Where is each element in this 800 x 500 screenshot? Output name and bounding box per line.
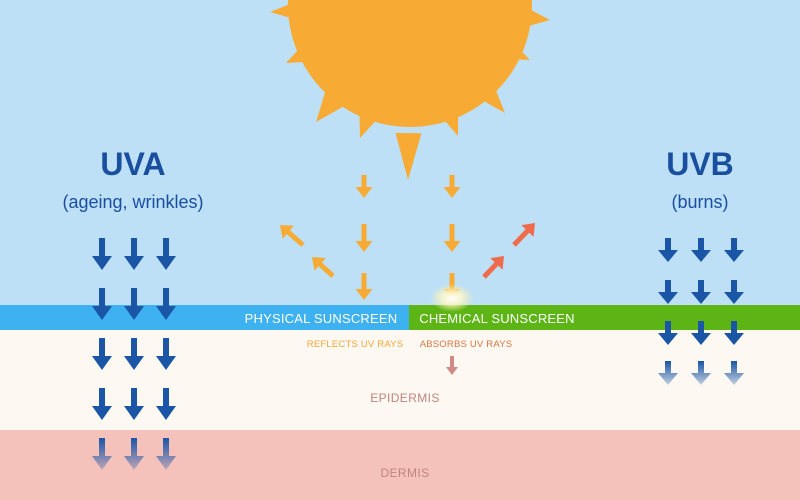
physical-sunscreen-label: PHYSICAL SUNSCREEN	[244, 311, 398, 326]
emitted-arrow	[512, 223, 535, 247]
uva-arrow	[92, 288, 112, 320]
absorbs-uv-rays-note: ABSORBS UV RAYS	[419, 339, 513, 350]
epidermis-label: EPIDERMIS	[370, 391, 440, 405]
uva-arrow	[124, 238, 144, 270]
uva-arrow	[92, 338, 112, 370]
uvb-arrow	[691, 280, 711, 304]
sun-ray	[473, 79, 505, 113]
uva-arrow	[124, 288, 144, 320]
uvb-arrow	[724, 280, 744, 304]
sun-ray	[316, 91, 345, 122]
sunlight-arrow	[355, 224, 373, 252]
uva-arrow	[124, 388, 144, 420]
uva-arrow	[92, 238, 112, 270]
uva-arrow	[92, 438, 112, 470]
sunlight-arrow	[355, 273, 373, 300]
uvb-subtitle: (burns)	[671, 192, 729, 212]
sunlight-arrow	[443, 175, 461, 198]
sun-ray	[435, 101, 459, 136]
sun-ray	[395, 132, 422, 180]
reflects-uv-rays-note: REFLECTS UV RAYS	[306, 339, 404, 350]
sun-ray	[497, 36, 530, 60]
uvb-arrow	[691, 238, 711, 262]
sun-ray	[286, 39, 319, 63]
uva-arrow	[92, 388, 112, 420]
absorption-glow	[430, 284, 474, 312]
uva-arrow	[124, 438, 144, 470]
reflected-arrow	[280, 225, 305, 247]
uvb-arrow	[658, 321, 678, 345]
uva-arrow	[156, 438, 176, 470]
uvb-arrow	[658, 280, 678, 304]
sun-ray	[270, 0, 306, 23]
sun-ray	[518, 4, 550, 29]
arrows-layer	[92, 175, 744, 470]
emitted-arrow	[482, 256, 504, 279]
uvb-arrow	[658, 238, 678, 262]
sunlight-arrow	[443, 224, 461, 252]
uvb-arrow	[724, 238, 744, 262]
reflected-arrow	[312, 257, 335, 278]
uva-subtitle: (ageing, wrinkles)	[62, 192, 204, 212]
sun-icon	[270, 0, 550, 180]
sunlight-arrow	[355, 175, 373, 198]
uva-arrow	[156, 288, 176, 320]
uva-arrow	[156, 338, 176, 370]
dermis-layer	[0, 430, 800, 500]
uvb-arrow	[691, 321, 711, 345]
chemical-sunscreen-label: CHEMICAL SUNSCREEN	[419, 311, 575, 326]
epidermis-arrow	[446, 356, 458, 375]
uvb-arrow	[658, 361, 678, 385]
uvb-arrow	[724, 321, 744, 345]
physical-sunscreen-band	[0, 305, 409, 330]
sun-disc	[288, 0, 532, 127]
uva-title: UVA	[100, 146, 166, 182]
uva-arrow	[156, 238, 176, 270]
uva-arrow	[124, 338, 144, 370]
uvb-arrow	[724, 361, 744, 385]
uva-arrow	[156, 388, 176, 420]
uvb-title: UVB	[666, 146, 734, 182]
uvb-arrow	[691, 361, 711, 385]
dermis-label: DERMIS	[380, 466, 430, 480]
sun-ray	[359, 105, 382, 138]
